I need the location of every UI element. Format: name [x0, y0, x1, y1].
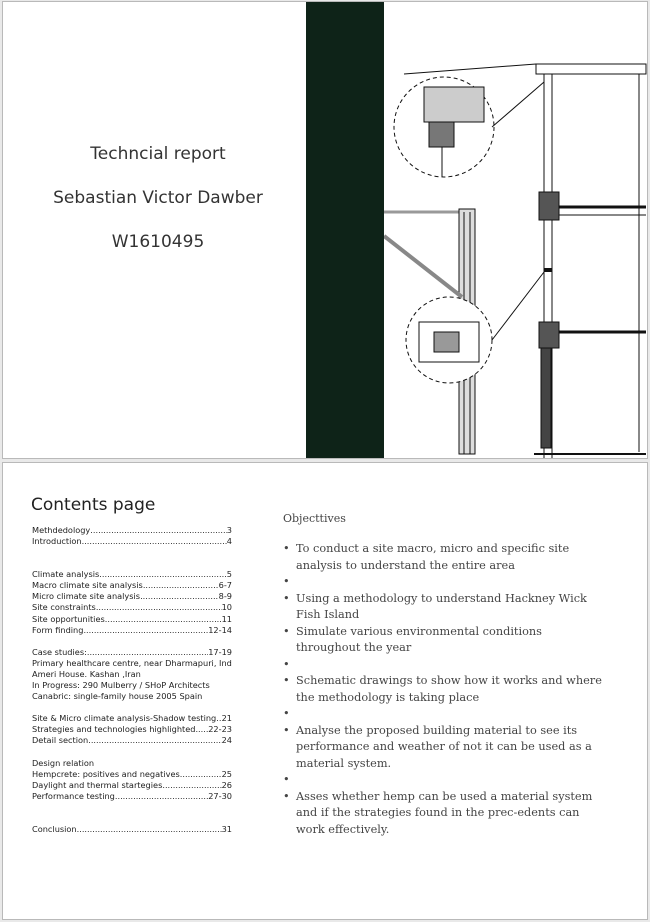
toc-entry: Introduction 4: [32, 536, 232, 547]
objective-item: Asses whether hemp can be used a materia…: [283, 789, 603, 839]
toc-entry-page: 12-14: [208, 624, 232, 635]
cover-color-band: [306, 2, 384, 458]
toc-leader-dots: [90, 525, 227, 536]
objective-item: [283, 772, 603, 789]
toc-entry-page: 6-7: [218, 580, 232, 591]
objective-item: [283, 706, 603, 723]
toc-entry-page: 11: [221, 613, 232, 624]
toc-entry: Canabric: single-family house 2005 Spain: [32, 691, 232, 702]
toc-spacer: [32, 702, 232, 713]
toc-entry: Primary healthcare centre, near Dharmapu…: [32, 658, 232, 669]
objective-item: Analyse the proposed building material t…: [283, 723, 603, 773]
toc-leader-dots: [96, 602, 222, 613]
toc-entry: Form finding 12-14: [32, 625, 232, 636]
toc-entry: Site opportunities 11: [32, 614, 232, 625]
toc-entry: Design relation: [32, 758, 232, 769]
toc-entry-label: Strategies and technologies highlighted: [32, 724, 196, 735]
toc-entry-label: Site & Micro climate analysis-Shadow tes…: [32, 713, 217, 724]
objective-item: To conduct a site macro, micro and speci…: [283, 541, 603, 574]
toc-entry-label: Conclusion: [32, 823, 77, 834]
toc-leader-dots: [195, 724, 208, 735]
objective-item: Simulate various environmental condition…: [283, 624, 603, 657]
toc-entry-label: Climate analysis: [32, 569, 100, 580]
toc-leader-dots: [87, 647, 208, 658]
toc-entry: Micro climate site analysis 8-9: [32, 591, 232, 602]
toc-entry-label: Site constraints: [32, 602, 96, 613]
toc-leader-dots: [162, 780, 221, 791]
toc-spacer: [32, 547, 232, 569]
toc-entry: Ameri House. Kashan ,Iran: [32, 669, 232, 680]
toc-entry: Site constraints 10: [32, 602, 232, 613]
toc-leader-dots: [88, 735, 221, 746]
cover-page: Techncial report Sebastian Victor Dawber…: [2, 1, 648, 459]
toc-entry-label: Ameri House. Kashan ,Iran: [32, 668, 141, 679]
toc-entry-label: Design relation: [32, 757, 95, 768]
toc-leader-dots: [115, 791, 208, 802]
detail-section-drawing: [384, 63, 647, 458]
toc-entry-page: 10: [221, 602, 232, 613]
toc-entry: Climate analysis 5: [32, 569, 232, 580]
toc-entry: Hempcrete: positives and negatives 25: [32, 769, 232, 780]
toc-leader-dots: [77, 824, 222, 835]
toc-entry-label: Daylight and thermal startegies: [32, 779, 163, 790]
toc-entry: Strategies and technologies highlighted 2…: [32, 724, 232, 735]
toc-entry: In Progress: 290 Mulberry / SHoP Archite…: [32, 680, 232, 691]
objectives-list: To conduct a site macro, micro and speci…: [283, 541, 603, 838]
toc-spacer: [32, 747, 232, 758]
toc-entry-page: 26: [221, 779, 232, 790]
objectives-heading: Objecttives: [283, 512, 346, 525]
toc-entry-page: 21: [221, 713, 232, 724]
toc-spacer: [32, 636, 232, 647]
toc-entry-label: Case studies:: [32, 646, 87, 657]
toc-entry-page: 22-23: [208, 724, 232, 735]
toc-entry-label: Form finding: [32, 624, 84, 635]
student-id: W1610495: [111, 232, 205, 252]
toc-entry-label: Detail section: [32, 735, 89, 746]
toc-spacer: [32, 802, 232, 824]
toc-entry-label: Site opportunities: [32, 613, 105, 624]
toc-entry-label: Hempcrete: positives and negatives: [32, 768, 180, 779]
toc-entry-label: Canabric: single-family house 2005 Spain: [32, 691, 203, 702]
toc-entry-label: Primary healthcare centre, near Dharmapu…: [32, 657, 232, 668]
toc-entry-page: 17-19: [208, 646, 232, 657]
toc-entry-page: 24: [221, 735, 232, 746]
toc-leader-dots: [99, 569, 227, 580]
toc-entry-page: 8-9: [218, 591, 232, 602]
toc-entry-page: 3: [226, 525, 232, 535]
toc-entry-page: 5: [226, 569, 232, 580]
toc-leader-dots: [82, 536, 227, 547]
objective-item: [283, 574, 603, 591]
toc-entry-page: 25: [221, 768, 232, 779]
toc-entry: Macro climate site analysis 6-7: [32, 580, 232, 591]
toc-leader-dots: [143, 580, 219, 591]
objective-item: [283, 657, 603, 674]
toc-entry-label: In Progress: 290 Mulberry / SHoP Archite…: [32, 680, 210, 691]
toc-entry: Case studies: 17-19: [32, 647, 232, 658]
toc-entry-page: 27-30: [208, 790, 232, 801]
toc-entry-label: Introduction: [32, 536, 82, 547]
toc-leader-dots: [180, 769, 222, 780]
contents-heading: Contents page: [31, 495, 156, 515]
toc-entry: Daylight and thermal startegies 26: [32, 780, 232, 791]
toc-entry-label: Performance testing: [32, 790, 115, 801]
author-name: Sebastian Victor Dawber: [53, 188, 263, 208]
toc-entry-label: Macro climate site analysis: [32, 580, 143, 591]
toc-entry: Site & Micro climate analysis-Shadow tes…: [32, 713, 232, 724]
objective-item: Using a methodology to understand Hackne…: [283, 591, 603, 624]
toc-entry-page: 31: [221, 823, 232, 834]
objective-item: Schematic drawings to show how it works …: [283, 673, 603, 706]
toc-entry-label: Methdedology: [32, 525, 91, 535]
toc-entry-label: Micro climate site analysis: [32, 591, 141, 602]
report-title: Techncial report: [90, 144, 226, 164]
toc-entry: Methdedology 3: [32, 525, 232, 536]
toc-entry-page: 4: [226, 536, 232, 547]
toc-entry: Detail section 24: [32, 735, 232, 746]
toc-entry: Conclusion 31: [32, 824, 232, 835]
toc-leader-dots: [105, 614, 222, 625]
toc-leader-dots: [83, 625, 208, 636]
toc-leader-dots: [140, 591, 219, 602]
toc-entry: Performance testing 27-30: [32, 791, 232, 802]
